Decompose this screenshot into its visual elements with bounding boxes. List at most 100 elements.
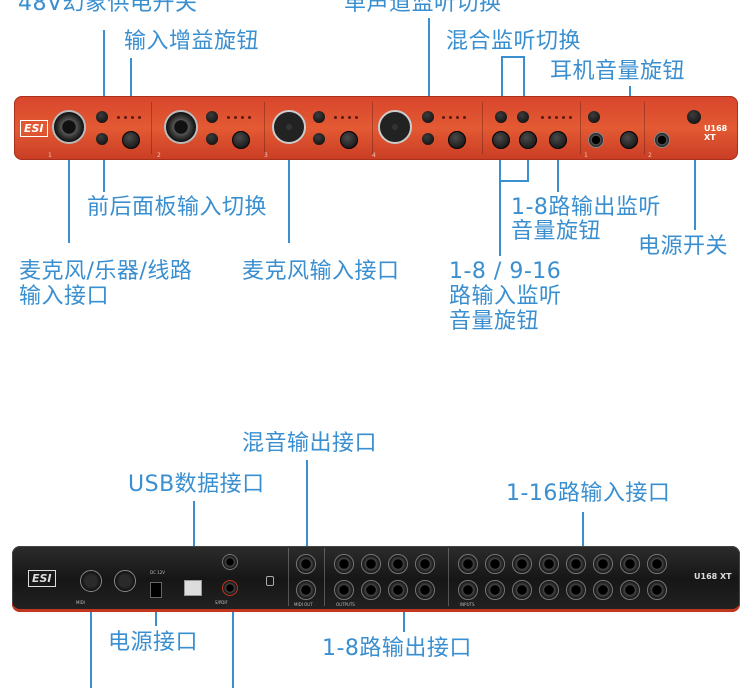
midi-in-port[interactable]: [114, 570, 136, 592]
leader-mono: [428, 18, 430, 112]
phantom-button-4[interactable]: [422, 111, 434, 123]
input-jack[interactable]: [485, 580, 505, 600]
front-rear-button-2[interactable]: [206, 133, 218, 145]
output-monitor-knob[interactable]: [549, 131, 567, 149]
mic-input-jack-3[interactable]: [272, 110, 306, 144]
input-jack[interactable]: [458, 554, 478, 574]
leader-out-monitor: [557, 148, 559, 192]
leader-front-rear: [103, 140, 105, 192]
input-1-16-label: 1-16路输入接口: [506, 481, 671, 506]
input-jack[interactable]: [593, 554, 613, 574]
gain-knob-2[interactable]: [232, 131, 250, 149]
spdif-coax-in[interactable]: [222, 580, 238, 596]
divider: [372, 102, 373, 154]
divider: [324, 548, 325, 606]
front-rear-button-3[interactable]: [313, 133, 325, 145]
gain-knob-3[interactable]: [340, 131, 358, 149]
divider: [644, 102, 645, 154]
input-jack[interactable]: [485, 554, 505, 574]
level-led: [541, 116, 544, 119]
mic-input-label: 麦克风输入接口: [242, 259, 400, 284]
headphone-number-1: 1: [584, 152, 588, 159]
channel-number-3: 3: [264, 152, 268, 159]
output-jack[interactable]: [361, 554, 381, 574]
midi-out-port[interactable]: [80, 570, 102, 592]
input-jack[interactable]: [539, 580, 559, 600]
input-monitor-knob-1-8[interactable]: [492, 131, 510, 149]
mix-monitor-button-a[interactable]: [495, 111, 507, 123]
mix-output-label: 混音输出接口: [242, 431, 378, 456]
rear-logo: ESI: [28, 570, 56, 587]
headphone-jack-2[interactable]: [654, 132, 670, 148]
level-led: [117, 116, 120, 119]
input-jack[interactable]: [458, 580, 478, 600]
spdif-coax-out[interactable]: [222, 554, 238, 570]
headphone-mode-button[interactable]: [588, 111, 600, 123]
leader-usb: [193, 501, 195, 583]
phantom-button-2[interactable]: [206, 111, 218, 123]
mix-monitor-button-b[interactable]: [517, 111, 529, 123]
mic-input-jack-4[interactable]: [378, 110, 412, 144]
power-switch[interactable]: [687, 110, 701, 124]
input-jack[interactable]: [593, 580, 613, 600]
level-led: [569, 116, 572, 119]
leader-power: [694, 128, 696, 230]
output-jack[interactable]: [334, 554, 354, 574]
leader-mic: [288, 135, 290, 243]
combo-input-label-line1: 麦克风/乐器/线路: [19, 259, 193, 284]
output-1-8-label: 1-8路输出接口: [322, 636, 472, 661]
mix-output-jack-right[interactable]: [296, 580, 316, 600]
level-led: [124, 116, 127, 119]
output-jack[interactable]: [388, 554, 408, 574]
front-model-label: U168 XT: [704, 124, 728, 142]
divider: [580, 102, 581, 154]
input-jack[interactable]: [620, 554, 640, 574]
mix-output-jack-left[interactable]: [296, 554, 316, 574]
output-jack[interactable]: [334, 580, 354, 600]
output-jack[interactable]: [415, 580, 435, 600]
mix-monitor-label: 混合监听切换: [446, 29, 582, 54]
leader-in-monitor-bar: [499, 180, 529, 182]
output-jack[interactable]: [361, 580, 381, 600]
input-monitor-knob-9-16[interactable]: [519, 131, 537, 149]
input-jack[interactable]: [566, 580, 586, 600]
front-rear-button-4[interactable]: [422, 133, 434, 145]
power-input-port[interactable]: [150, 582, 162, 598]
input-jack[interactable]: [512, 580, 532, 600]
front-logo: ESI: [20, 120, 48, 137]
level-led: [341, 116, 344, 119]
input-jack[interactable]: [539, 554, 559, 574]
phantom-button-1[interactable]: [96, 111, 108, 123]
input-jack[interactable]: [620, 580, 640, 600]
combo-input-jack-1[interactable]: [52, 110, 86, 144]
phantom-button-3[interactable]: [313, 111, 325, 123]
leader-mix-bar: [501, 56, 525, 58]
divider: [264, 102, 265, 154]
input-jack[interactable]: [566, 554, 586, 574]
usb-label: USB数据接口: [128, 472, 265, 497]
combo-input-jack-2[interactable]: [164, 110, 198, 144]
input-jack[interactable]: [647, 580, 667, 600]
headphone-jack-1[interactable]: [588, 132, 604, 148]
front-rear-button-1[interactable]: [96, 133, 108, 145]
leader-mix-a: [501, 56, 503, 112]
input-jack[interactable]: [512, 554, 532, 574]
gain-knob-4[interactable]: [448, 131, 466, 149]
output-jack[interactable]: [415, 554, 435, 574]
leader-input-1-16: [582, 512, 584, 568]
input-jack[interactable]: [647, 554, 667, 574]
leader-in-monitor-b: [527, 148, 529, 182]
headphone-volume-knob-1[interactable]: [620, 131, 638, 149]
divider: [151, 102, 152, 154]
spdif-label: S/PDIF: [215, 600, 228, 605]
gain-knob-1[interactable]: [122, 131, 140, 149]
level-led: [449, 116, 452, 119]
level-led: [234, 116, 237, 119]
usb-port[interactable]: [184, 580, 202, 596]
headphone-volume-label: 耳机音量旋钮: [550, 59, 686, 84]
combo-input-label-line2: 输入接口: [19, 284, 110, 309]
phantom-power-label: 48V幻象供电开关: [18, 0, 198, 16]
divider: [448, 548, 449, 606]
dc-label: DC 12V: [150, 570, 165, 575]
output-jack[interactable]: [388, 580, 408, 600]
